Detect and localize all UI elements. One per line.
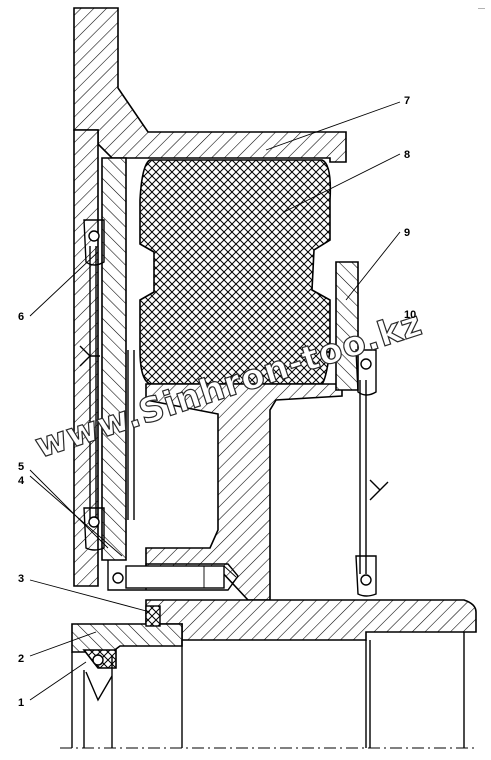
callout-3: 3: [18, 573, 24, 585]
callout-2: 2: [18, 653, 24, 665]
leader-7: [265, 101, 401, 151]
callout-7: 7: [404, 95, 410, 107]
bolt-head-clip-pin: [112, 572, 124, 584]
right-bottom-clip: [355, 555, 377, 597]
callout-1: 1: [18, 697, 24, 709]
right-wing-nut: [369, 479, 389, 501]
leader-6: [29, 251, 99, 317]
shaft-hub: [145, 599, 477, 641]
callout-10: 10: [404, 309, 416, 321]
bolt: [107, 560, 239, 591]
bottom-left-clip: [83, 507, 105, 551]
leader-2: [29, 631, 97, 657]
callout-9: 9: [404, 227, 410, 239]
right-bottom-clip-pin: [360, 574, 372, 586]
leader-1: [29, 661, 87, 701]
leader-45a: [29, 469, 109, 549]
callout-6: 6: [18, 311, 24, 323]
bearing-ring-part-2: [71, 623, 183, 653]
small-seal-part-3: [145, 605, 161, 627]
callout-5: 5: [18, 461, 24, 473]
leader-8: [283, 153, 401, 213]
seal-lip: [85, 671, 113, 702]
top-left-clip-pin: [88, 230, 100, 242]
leader-9: [345, 231, 401, 301]
top-left-clip: [83, 219, 105, 266]
callout-8: 8: [404, 149, 410, 161]
leader-45b: [29, 475, 123, 557]
callout-4: 4: [18, 475, 25, 487]
left-wing-nut: [79, 345, 100, 367]
right-top-clip-pin: [360, 358, 372, 370]
housing-wall: [73, 129, 99, 587]
right-top-clip: [355, 349, 377, 396]
bolt-thread-end: [223, 565, 237, 578]
bottom-left-clip-pin: [88, 516, 100, 528]
housing-part-7: [73, 7, 347, 163]
left-plate-part-6: [101, 157, 127, 561]
corner-mark: —: [478, 5, 485, 12]
leader-3: [29, 579, 151, 613]
bolt-body: [125, 565, 225, 589]
seal-ring: [92, 654, 104, 666]
